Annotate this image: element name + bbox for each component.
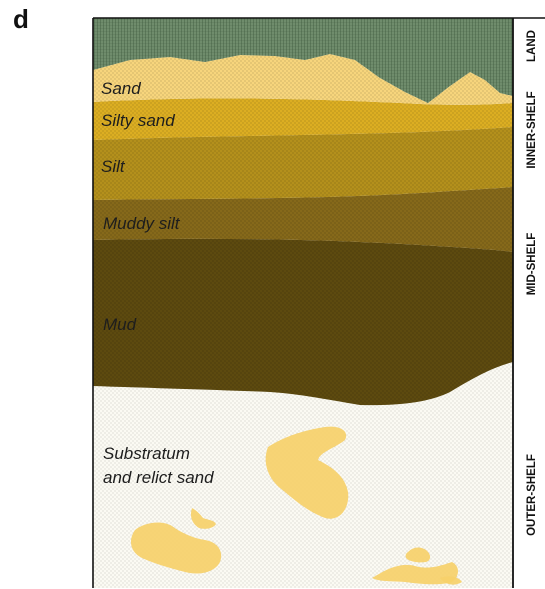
mid-shelf-label: MID-SHELF <box>526 233 538 296</box>
relict-sand-label: and relict sand <box>103 468 214 487</box>
panel-label: d <box>13 4 29 34</box>
relict-sand-patch <box>405 547 431 563</box>
mud-label: Mud <box>103 315 137 334</box>
silt-label: Silt <box>101 157 126 176</box>
silty-sand-label: Silty sand <box>101 111 175 130</box>
relict-sand-patch <box>130 522 222 574</box>
land-shelf-label: LAND <box>526 30 538 62</box>
relict-sand-patch <box>265 426 349 519</box>
relict-sand-patch <box>372 562 458 585</box>
muddy-silt-label: Muddy silt <box>103 214 181 233</box>
relict-sand-patches <box>130 426 462 585</box>
sand-label: Sand <box>101 79 141 98</box>
outer-shelf-label: OUTER-SHELF <box>526 454 538 536</box>
substratum-label: Substratum <box>103 444 190 463</box>
relict-sand-patch <box>440 576 462 585</box>
inner-shelf-label: INNER-SHELF <box>526 91 538 168</box>
relict-sand-patch <box>190 508 216 529</box>
